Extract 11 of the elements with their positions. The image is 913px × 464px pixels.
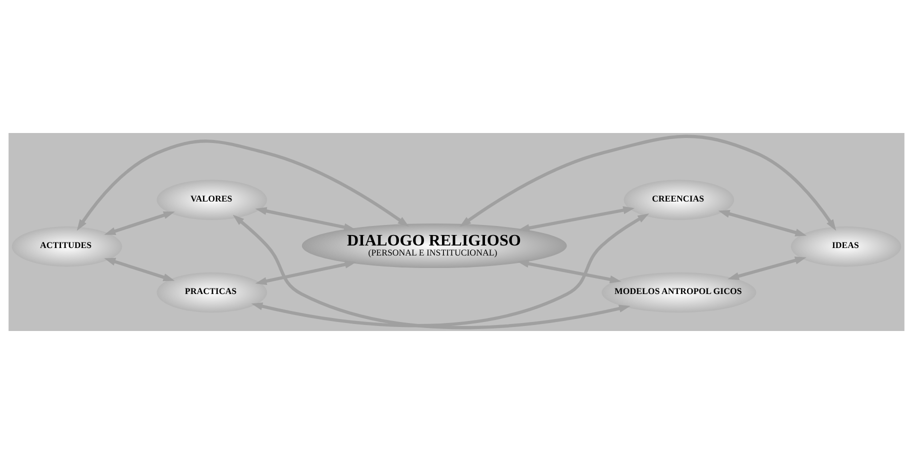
arrow xyxy=(76,140,410,231)
arrow xyxy=(517,260,622,284)
arrow xyxy=(728,256,806,280)
arrow xyxy=(718,210,807,236)
arrow xyxy=(104,211,175,235)
arrow xyxy=(518,206,635,232)
arrow xyxy=(104,258,175,282)
arrow xyxy=(460,134,836,231)
arrow xyxy=(255,260,356,285)
node-ellipse: IDEAS xyxy=(790,226,902,267)
arrow xyxy=(255,207,356,232)
